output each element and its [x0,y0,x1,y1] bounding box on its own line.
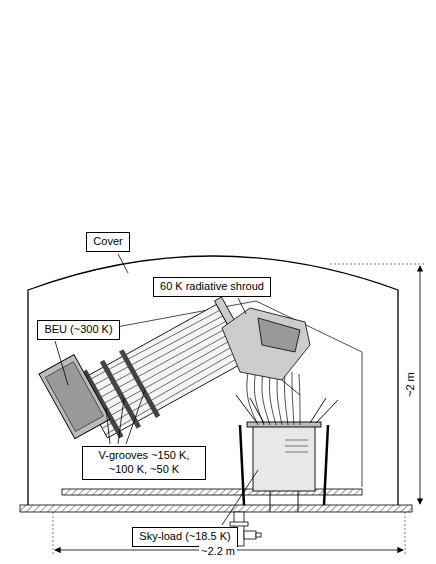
dimension-label: ~2.2 m [199,545,237,558]
callout-box: BEU (~300 K) [37,320,120,340]
callout-text: BEU (~300 K) [43,323,114,337]
cryostat [236,395,338,512]
callout-box: 60 K radiative shroud [153,277,271,297]
focal-plane [222,308,310,395]
height-dimension [420,266,421,504]
callout-box: Cover [86,232,130,252]
callout-text: 60 K radiative shroud [159,280,265,294]
callout-text: Sky-load (~18.5 K) [138,530,232,544]
inner-plate [62,489,362,495]
v-groove-3 [119,349,160,418]
callout-box: V-grooves ~150 K, ~100 K, ~50 K [82,446,206,480]
base-plate [20,505,412,512]
callout-text: V-grooves ~150 K, ~100 K, ~50 K [88,449,200,477]
beu-body [39,355,110,439]
cover-outline [28,256,398,505]
callout-text: Cover [92,235,124,249]
callout-box: Sky-load (~18.5 K) [132,527,238,547]
dimension-label: ~2 m [403,371,416,400]
